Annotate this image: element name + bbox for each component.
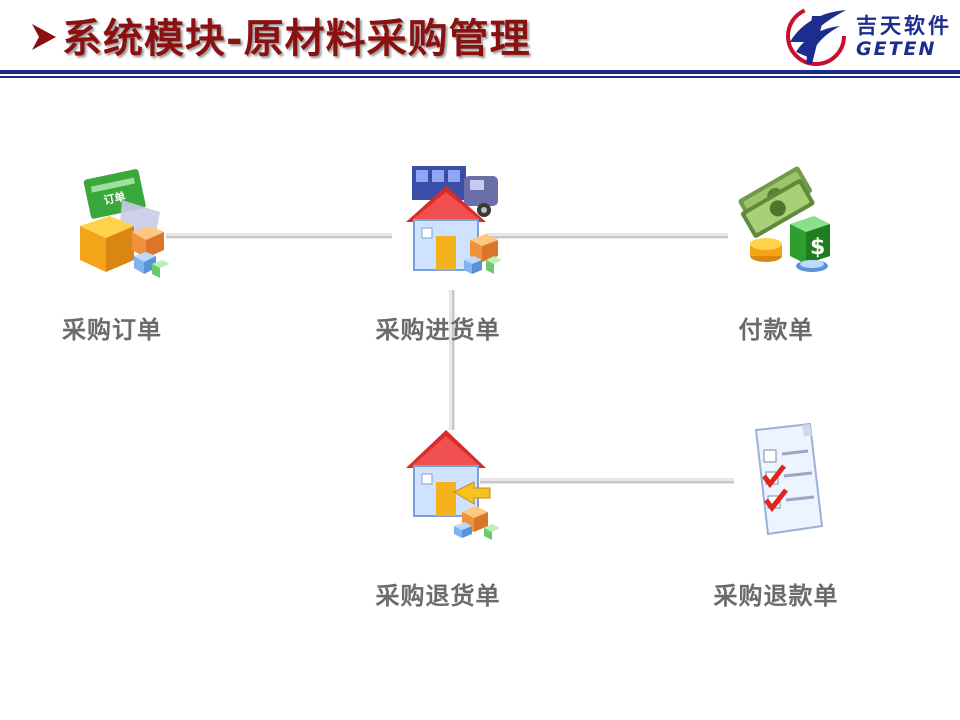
label-purchase-receipt: 采购进货单 bbox=[375, 316, 501, 344]
geten-logo: 吉天软件 GETEN bbox=[782, 2, 960, 70]
logo-text-cn: 吉天软件 bbox=[856, 14, 952, 38]
node-purchase-return[interactable] bbox=[378, 420, 528, 540]
node-payment[interactable]: $ bbox=[706, 160, 856, 280]
checklist-icon bbox=[754, 422, 824, 536]
node-purchase-refund[interactable] bbox=[706, 420, 856, 540]
warehouse-truck-icon bbox=[406, 166, 502, 274]
warehouse-return-icon bbox=[406, 430, 500, 540]
svg-text:$: $ bbox=[810, 235, 825, 260]
header: 系统模块-原材料采购管理 吉天软件 GETEN bbox=[0, 0, 960, 80]
logo-text-en: GETEN bbox=[856, 38, 937, 60]
label-purchase-refund: 采购退款单 bbox=[713, 582, 839, 610]
header-rule-bottom bbox=[0, 76, 960, 78]
geten-logo-icon bbox=[786, 6, 846, 66]
node-purchase-receipt[interactable] bbox=[378, 160, 528, 280]
order-box-icon: 订单 bbox=[80, 169, 170, 278]
page-title: 系统模块-原材料采购管理 bbox=[30, 6, 531, 64]
svg-text:订单: 订单 bbox=[102, 189, 126, 207]
node-purchase-order[interactable]: 订单 bbox=[40, 160, 190, 280]
header-rule-top bbox=[0, 70, 960, 74]
label-payment: 付款单 bbox=[738, 316, 814, 344]
label-purchase-order: 采购订单 bbox=[62, 316, 162, 344]
label-purchase-return: 采购退货单 bbox=[375, 582, 501, 610]
arrow-right-icon bbox=[30, 15, 62, 62]
money-icon: $ bbox=[738, 166, 830, 272]
